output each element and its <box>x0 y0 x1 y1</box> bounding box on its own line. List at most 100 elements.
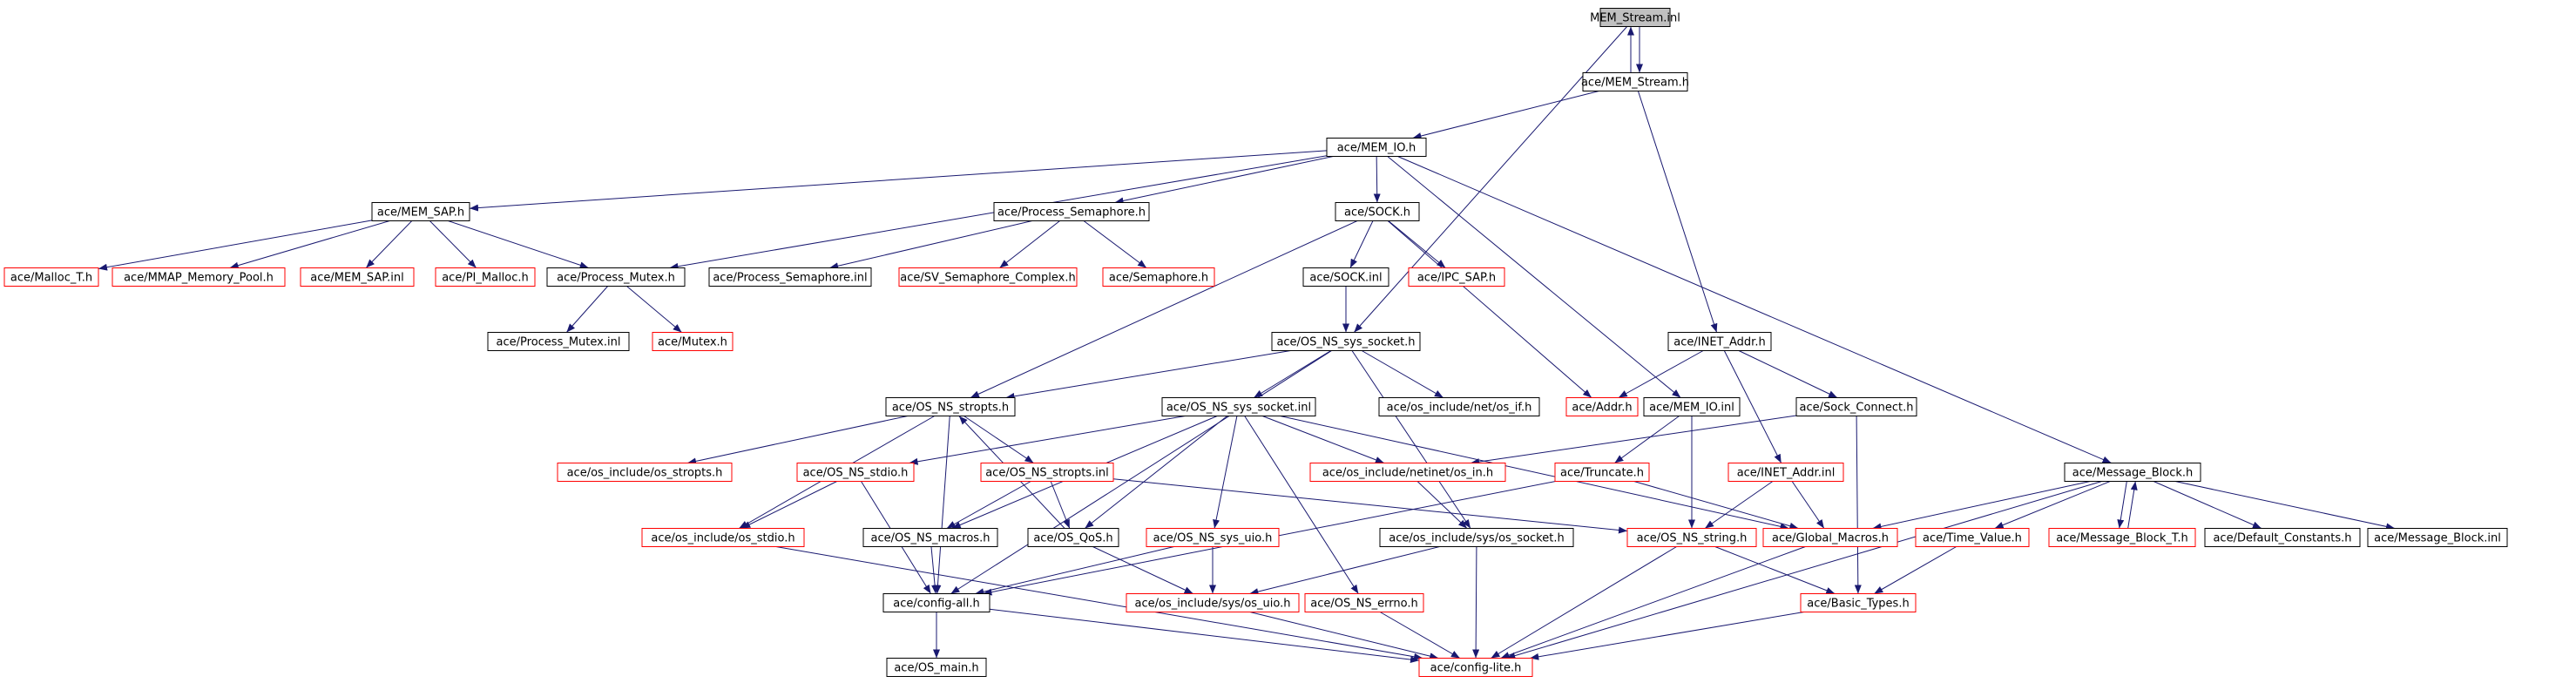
node-os-include-net-os-if-h[interactable]: ace/os_include/net/os_if.h <box>1378 397 1540 416</box>
node-box <box>882 593 991 612</box>
node-inet-addr-inl[interactable]: ace/INET_Addr.inl <box>1727 463 1844 482</box>
node-message-block-h[interactable]: ace/Message_Block.h <box>2064 463 2201 482</box>
node-box <box>885 397 1016 416</box>
node-os-ns-stdio-h[interactable]: ace/OS_NS_stdio.h <box>796 463 915 482</box>
node-os-ns-sys-uio-h[interactable]: ace/OS_NS_sys_uio.h <box>1146 528 1280 547</box>
node-label: ace/OS_NS_stropts.h <box>892 402 1009 415</box>
edge-layer <box>98 26 2396 664</box>
node-sock-connect-h[interactable]: ace/Sock_Connect.h <box>1795 397 1917 416</box>
node-os-ns-stropts-inl[interactable]: ace/OS_NS_stropts.inl <box>980 463 1114 482</box>
node-os-ns-stropts-h[interactable]: ace/OS_NS_stropts.h <box>885 397 1016 416</box>
node-mutex-h[interactable]: ace/Mutex.h <box>652 332 734 351</box>
node-os-include-netinet-os-in-h[interactable]: ace/os_include/netinet/os_in.h <box>1309 463 1506 482</box>
node-config-lite-h[interactable]: ace/config-lite.h <box>1418 658 1533 677</box>
node-semaphore-h[interactable]: ace/Semaphore.h <box>1102 267 1215 287</box>
edge-os_ns_string_h-to-basic_types_h <box>1714 546 1836 594</box>
edge-inet_addr_h-to-addr_h <box>1618 350 1704 398</box>
node-sock-h[interactable]: ace/SOCK.h <box>1335 202 1420 221</box>
node-mem-stream-inl: MEM_Stream.inl <box>1590 8 1680 27</box>
node-box <box>1027 528 1119 547</box>
node-malloc-t-h[interactable]: ace/Malloc_T.h <box>3 267 99 287</box>
node-label: ace/os_include/os_stropts.h <box>567 467 723 480</box>
node-config-all-h[interactable]: ace/config-all.h <box>882 593 991 612</box>
edge-os_ns_sys_socket_inl-to-os_ns_errno_h <box>1244 416 1359 594</box>
node-process-mutex-h[interactable]: ace/Process_Mutex.h <box>546 267 686 287</box>
node-mem-io-h[interactable]: ace/MEM_IO.h <box>1326 138 1427 157</box>
node-os-ns-string-h[interactable]: ace/OS_NS_string.h <box>1626 528 1757 547</box>
node-os-include-os-stdio-h[interactable]: ace/os_include/os_stdio.h <box>641 528 805 547</box>
node-box <box>1379 528 1574 547</box>
node-message-block-inl[interactable]: ace/Message_Block.inl <box>2367 528 2508 547</box>
node-pi-malloc-h[interactable]: ace/PI_Malloc.h <box>435 267 536 287</box>
node-os-include-sys-os-socket-h[interactable]: ace/os_include/sys/os_socket.h <box>1379 528 1574 547</box>
node-box <box>980 463 1114 482</box>
node-os-include-sys-os-uio-h[interactable]: ace/os_include/sys/os_uio.h <box>1126 593 1300 612</box>
node-box <box>1582 72 1688 91</box>
edge-sock_h-to-os_ns_stropts_h <box>970 220 1358 398</box>
node-inet-addr-h[interactable]: ace/INET_Addr.h <box>1667 332 1772 351</box>
node-box <box>2367 528 2508 547</box>
edge-message_block_h-to-message_block_t_h <box>2117 481 2127 529</box>
node-box <box>2048 528 2196 547</box>
node-process-mutex-inl[interactable]: ace/Process_Mutex.inl <box>487 332 630 351</box>
edge-os_ns_macros_h-to-config_all_h <box>930 546 939 594</box>
node-os-ns-errno-h[interactable]: ace/OS_NS_errno.h <box>1304 593 1424 612</box>
node-box <box>898 267 1078 287</box>
node-box <box>557 463 733 482</box>
edge-process_semaphore_h-to-process_semaphore_inl <box>829 220 1032 270</box>
node-box <box>546 267 686 287</box>
node-label: ace/Mutex.h <box>658 336 727 349</box>
node-label: ace/os_include/netinet/os_in.h <box>1322 467 1493 480</box>
edge-os_ns_sys_socket_inl-to-os_qos_h <box>1084 416 1228 529</box>
node-os-main-h[interactable]: ace/OS_main.h <box>886 658 987 677</box>
node-process-semaphore-inl[interactable]: ace/Process_Semaphore.inl <box>708 267 872 287</box>
node-box <box>1727 463 1844 482</box>
node-label: ace/INET_Addr.h <box>1673 336 1765 349</box>
node-default-constants-h[interactable]: ace/Default_Constants.h <box>2204 528 2361 547</box>
node-sv-semaphore-complex-h[interactable]: ace/SV_Semaphore_Complex.h <box>898 267 1078 287</box>
node-label: ace/Message_Block.h <box>2072 467 2194 480</box>
node-box <box>796 463 915 482</box>
edge-mem_io_h-to-mem_io_inl <box>1387 156 1681 398</box>
edge-os_include_netinet_os_in_h-to-os_include_sys_os_socket_h <box>1416 481 1468 529</box>
node-os-ns-sys-socket-inl[interactable]: ace/OS_NS_sys_socket.inl <box>1161 397 1316 416</box>
edge-mem_io_h-to-mem_sap_h <box>469 150 1328 212</box>
node-os-include-os-stropts-h[interactable]: ace/os_include/os_stropts.h <box>557 463 733 482</box>
node-layer: MEM_Stream.inl ace/MEM_Stream.h ace/MEM_IO… <box>3 8 2508 677</box>
node-truncate-h[interactable]: ace/Truncate.h <box>1554 463 1650 482</box>
edge-os_ns_sys_socket_h-to-config_all_h <box>950 350 1332 594</box>
edge-os_include_sys_os_uio_h-to-config_lite_h <box>1249 612 1439 660</box>
node-label: ace/Process_Semaphore.inl <box>713 272 867 285</box>
edge-inet_addr_h-to-inet_addr_inl <box>1723 350 1782 463</box>
node-box <box>886 658 987 677</box>
node-global-macros-h[interactable]: ace/Global_Macros.h <box>1762 528 1898 547</box>
edge-process_semaphore_h-to-semaphore_h <box>1083 220 1147 268</box>
node-time-value-h[interactable]: ace/Time_Value.h <box>1915 528 2030 547</box>
edge-os_ns_stropts_h-to-os_include_os_stropts_h <box>687 416 908 465</box>
edge-mem_stream_h-to-inet_addr_h <box>1637 91 1718 333</box>
node-label: ace/os_include/sys/os_uio.h <box>1135 598 1291 611</box>
node-box <box>371 202 470 221</box>
node-mem-sap-inl[interactable]: ace/MEM_SAP.inl <box>300 267 415 287</box>
node-os-ns-sys-socket-h[interactable]: ace/OS_NS_sys_socket.h <box>1271 332 1421 351</box>
node-mmap-memory-pool-h[interactable]: ace/MMAP_Memory_Pool.h <box>112 267 286 287</box>
node-os-qos-h[interactable]: ace/OS_QoS.h <box>1027 528 1119 547</box>
node-mem-stream-h[interactable]: ace/MEM_Stream.h <box>1581 72 1689 91</box>
node-os-ns-macros-h[interactable]: ace/OS_NS_macros.h <box>862 528 998 547</box>
edge-truncate_h-to-global_macros_h <box>1633 481 1799 530</box>
node-message-block-t-h[interactable]: ace/Message_Block_T.h <box>2048 528 2196 547</box>
edge-message_block_h-to-message_block_inl <box>2174 481 2396 531</box>
node-label: ace/MEM_IO.h <box>1337 142 1416 155</box>
node-process-semaphore-h[interactable]: ace/Process_Semaphore.h <box>993 202 1150 221</box>
node-label: ace/MMAP_Memory_Pool.h <box>124 272 274 285</box>
node-basic-types-h[interactable]: ace/Basic_Types.h <box>1800 593 1917 612</box>
node-label: ace/MEM_Stream.h <box>1581 77 1689 90</box>
node-ipc-sap-h[interactable]: ace/IPC_SAP.h <box>1408 267 1505 287</box>
edge-message_block_h-to-global_macros_h <box>1872 481 2091 531</box>
node-mem-io-inl[interactable]: ace/MEM_IO.inl <box>1643 397 1741 416</box>
node-mem-sap-h[interactable]: ace/MEM_SAP.h <box>371 202 470 221</box>
node-sock-inl[interactable]: ace/SOCK.inl <box>1302 267 1389 287</box>
edge-os_ns_string_h-to-config_lite_h <box>1491 546 1677 659</box>
node-box <box>1554 463 1650 482</box>
node-addr-h[interactable]: ace/Addr.h <box>1565 397 1639 416</box>
